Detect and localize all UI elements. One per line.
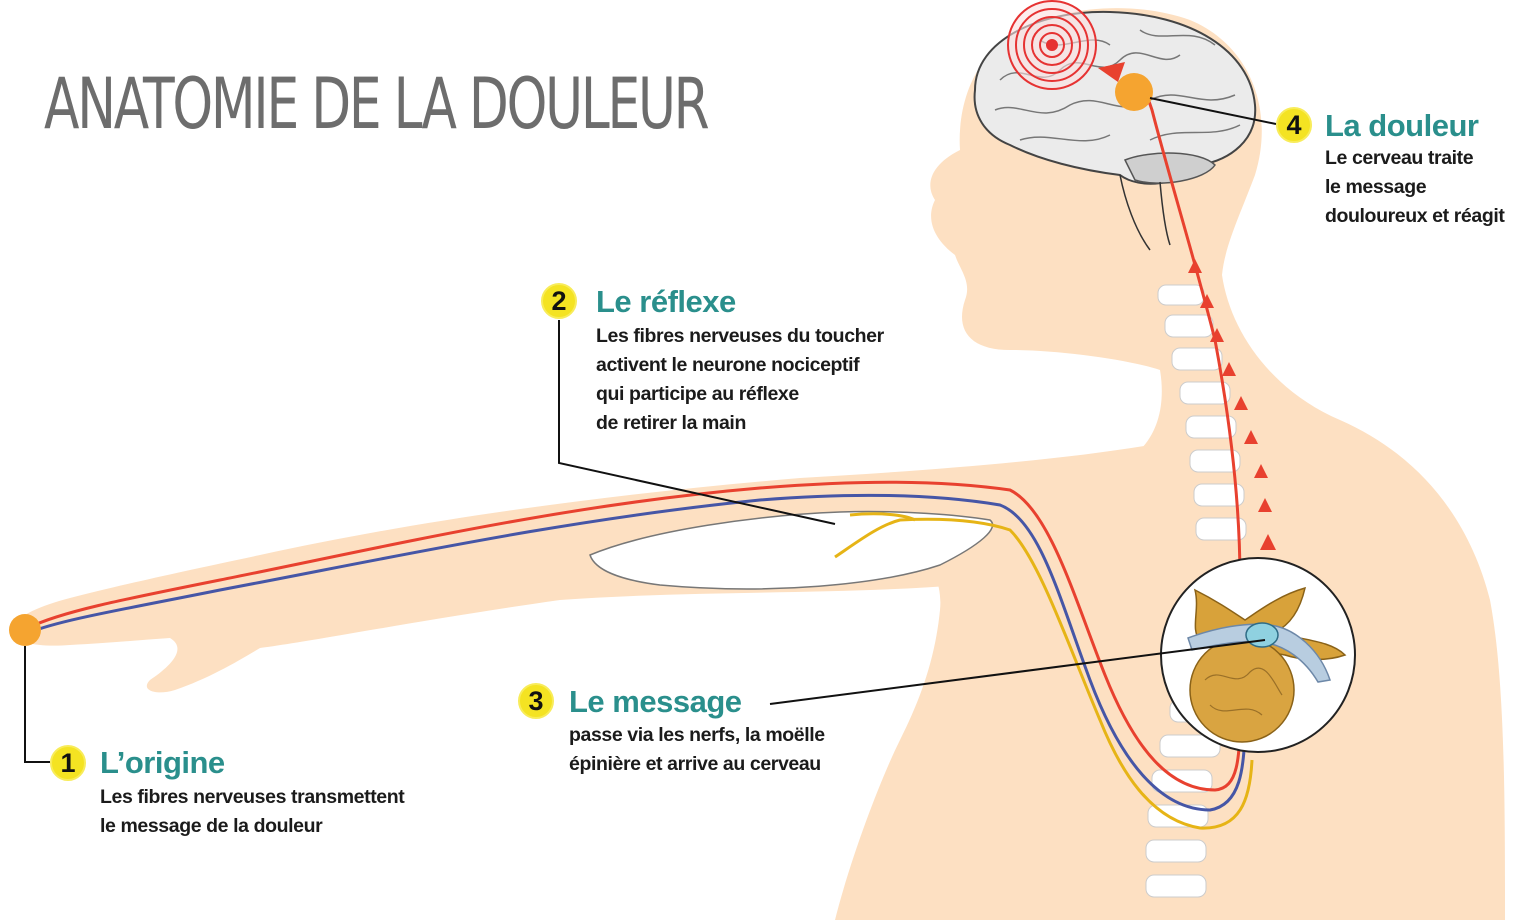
yellow-nerve-branch: [849, 512, 916, 522]
callout-text: passe via les nerfs, la moëlle épinière …: [569, 721, 825, 779]
yellow-nerve: [834, 517, 1254, 830]
leader-lines: [24, 97, 1277, 763]
step-badge: 3: [518, 683, 554, 719]
brain-pain-point: [1115, 73, 1153, 111]
callout-line: qui participe au réflexe: [596, 383, 799, 405]
callout-heading: Le message: [569, 684, 742, 719]
callout-heading: La douleur: [1325, 108, 1479, 143]
arm-silhouette: [11, 445, 1151, 693]
callout-text: Les fibres nerveuses du toucher activent…: [596, 322, 884, 438]
callout-line: le message de la douleur: [100, 815, 323, 837]
callout-heading: L’origine: [100, 745, 225, 780]
callout-line: activent le neurone nociceptif: [596, 354, 860, 376]
callout-line: de retirer la main: [596, 412, 746, 434]
blue-nerve: [27, 493, 1247, 812]
callout-line: Le cerveau traite: [1325, 147, 1474, 169]
spinal-cord-inset: [1160, 557, 1356, 753]
callout-line: Les fibres nerveuses du toucher: [596, 325, 884, 347]
page-title: ANATOMIE DE LA DOULEUR: [44, 63, 710, 145]
callout-text: Les fibres nerveuses transmettent le mes…: [100, 783, 405, 841]
callout-line: épinière et arrive au cerveau: [569, 753, 821, 775]
step-badge: 1: [50, 745, 86, 781]
callout-line: Les fibres nerveuses transmettent: [100, 786, 405, 808]
step-badge: 2: [541, 283, 577, 319]
callout-line: le message: [1325, 176, 1427, 198]
muscle-outline: [589, 510, 994, 590]
callout-heading: Le réflexe: [596, 284, 736, 319]
callout-text: Le cerveau traite le message douloureux …: [1325, 144, 1505, 231]
callout-line: passe via les nerfs, la moëlle: [569, 724, 825, 746]
brain-arrow-icon: [1098, 62, 1125, 82]
callout-line: douloureux et réagit: [1325, 205, 1505, 227]
red-nerve: [27, 74, 1242, 792]
fingertip-pain-point: [9, 614, 41, 646]
pain-target-icon: [1007, 0, 1097, 90]
step-badge: 4: [1276, 107, 1312, 143]
